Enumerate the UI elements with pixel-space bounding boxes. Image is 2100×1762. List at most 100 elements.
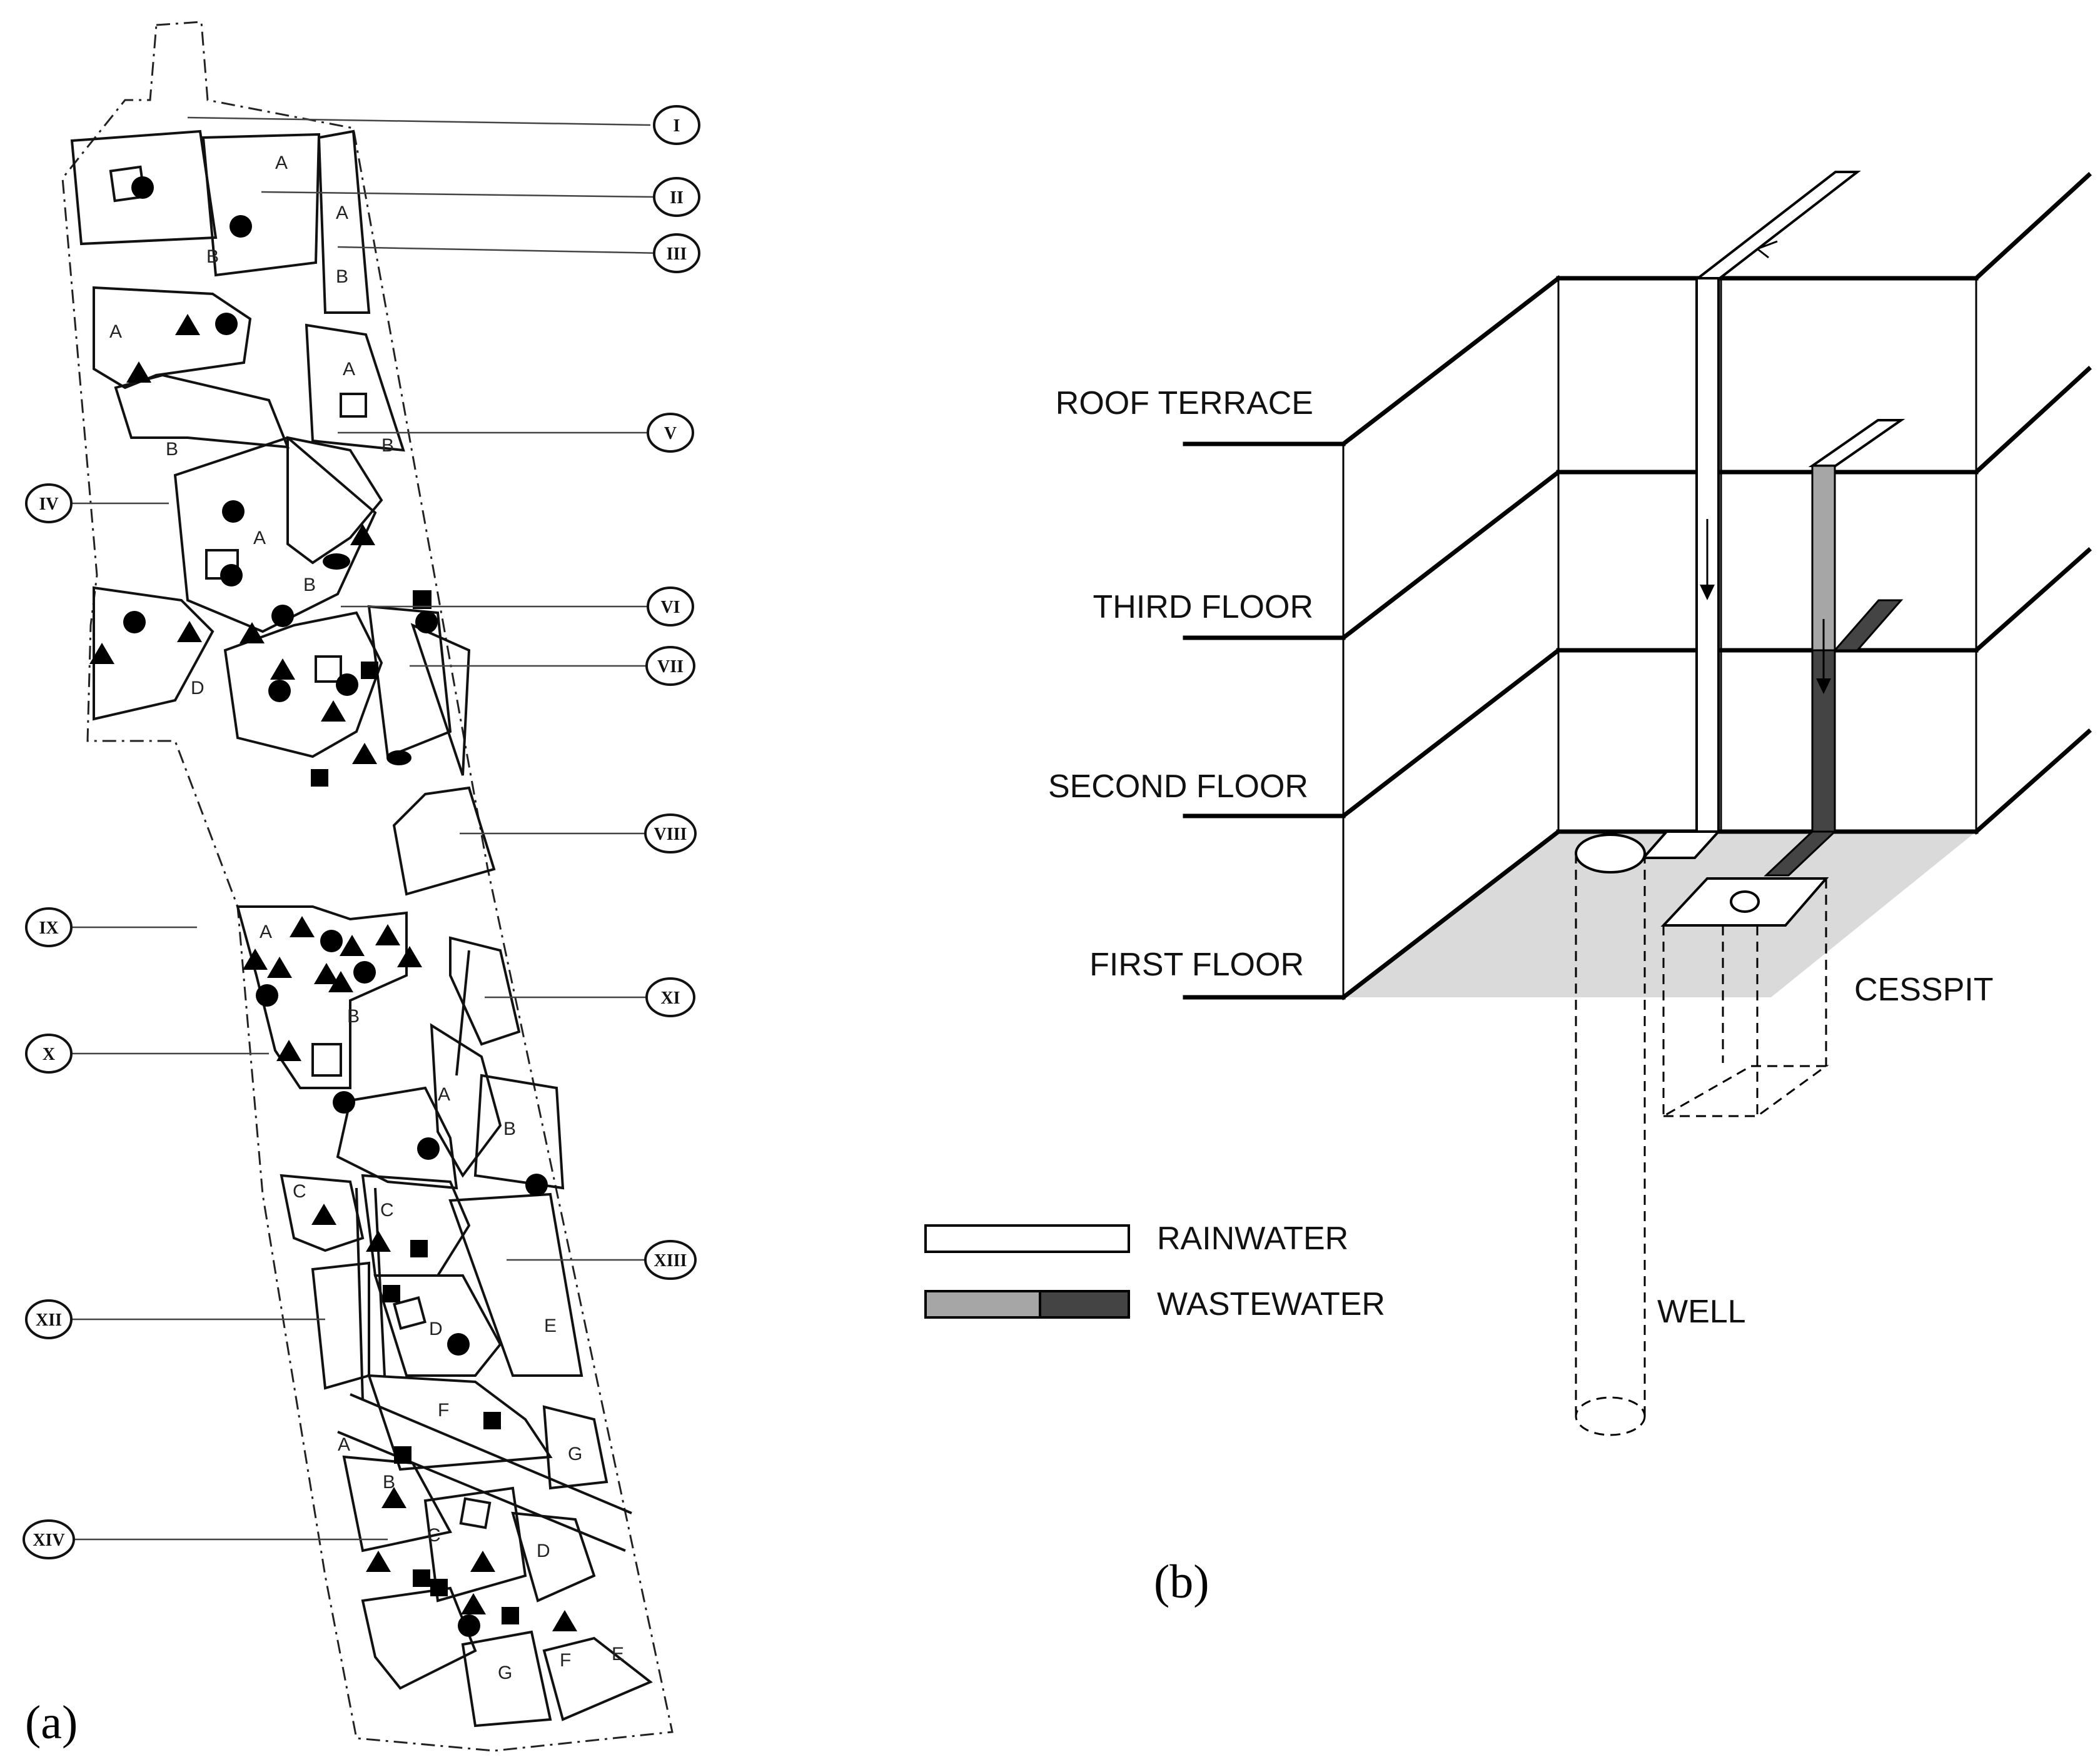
block-letter: A — [343, 359, 355, 380]
triangle-marker — [397, 946, 422, 967]
circle-marker — [353, 961, 376, 984]
roman-marker-vii: VII — [645, 646, 695, 686]
block-letter: E — [612, 1644, 624, 1664]
roman-label: I — [674, 116, 680, 136]
triangle-marker — [240, 622, 265, 643]
square-marker — [430, 1579, 448, 1596]
square-marker — [483, 1412, 501, 1429]
panel-label-b: (b) — [1154, 1556, 1209, 1608]
roman-label: VIII — [654, 825, 687, 844]
triangle-marker — [350, 524, 375, 545]
circle-marker — [256, 984, 278, 1007]
block-letter: B — [206, 246, 219, 267]
roman-label: IV — [39, 495, 58, 514]
triangle-marker — [328, 971, 353, 992]
block-letter: B — [347, 1006, 360, 1027]
square-marker — [413, 1569, 430, 1587]
roman-label: XI — [660, 989, 680, 1008]
square-marker — [394, 1446, 411, 1464]
block-letter: B — [381, 435, 394, 456]
roman-marker-xi: XI — [645, 977, 695, 1017]
panel-a-map: A B A B A B A B A B D A B A B C C D E F … — [23, 21, 700, 1752]
roman-label: XIV — [33, 1531, 64, 1550]
wastewater-pipe — [1764, 419, 1906, 877]
cesspit-label: CESSPIT — [1854, 972, 1994, 1008]
triangle-marker — [366, 1231, 391, 1252]
ellipse-marker — [386, 750, 411, 765]
block-letter: B — [503, 1119, 516, 1139]
roman-marker-xiv: XIV — [23, 1519, 75, 1559]
triangle-marker — [366, 1551, 391, 1572]
square-marker — [502, 1607, 519, 1624]
floor-label-third-floor: THIRD FLOOR — [1093, 589, 1313, 625]
block-letter: C — [427, 1525, 441, 1546]
triangle-marker — [177, 621, 202, 642]
roman-label: XIII — [654, 1251, 687, 1271]
roman-marker-ix: IX — [25, 907, 73, 947]
floor-label-roof-terrace: ROOF TERRACE — [1056, 385, 1313, 421]
roman-marker-xii: XII — [25, 1299, 73, 1339]
roman-label: VII — [657, 657, 684, 677]
square-marker — [383, 1285, 400, 1302]
square-marker — [361, 662, 378, 679]
triangle-marker — [381, 1487, 406, 1508]
block-letter: D — [429, 1319, 443, 1339]
roman-label: III — [667, 244, 687, 264]
circle-marker — [525, 1174, 548, 1196]
roman-marker-v: V — [647, 413, 694, 453]
block-letter: B — [303, 575, 316, 595]
panel-label-a: (a) — [25, 1696, 78, 1749]
circle-marker — [417, 1137, 440, 1160]
block-letter: E — [544, 1316, 557, 1336]
map-blocks — [70, 129, 653, 1728]
block-letter: A — [253, 528, 266, 548]
roman-marker-viii: VIII — [644, 813, 697, 853]
circle-marker — [222, 500, 245, 523]
circle-marker — [320, 930, 343, 952]
square-marker — [311, 769, 328, 787]
triangle-marker — [461, 1593, 486, 1614]
circle-marker — [268, 680, 291, 702]
ground-plate — [1343, 832, 1976, 997]
roman-label: V — [664, 424, 677, 443]
triangle-marker — [314, 963, 339, 984]
roman-label: XII — [36, 1311, 62, 1330]
roman-marker-ii: II — [653, 177, 700, 217]
block-letters: A B A B A B A B A B D A B A B C C D E F … — [109, 153, 624, 1683]
triangle-marker — [243, 949, 268, 970]
block-letter: C — [293, 1181, 306, 1202]
block-letter: B — [383, 1472, 395, 1493]
well-mouth — [1575, 833, 1646, 873]
map-symbols — [89, 176, 577, 1637]
block-letter: G — [568, 1444, 582, 1464]
circle-marker — [415, 611, 438, 633]
legend-wastewater-swatch-dark — [1039, 1290, 1130, 1319]
square-marker — [410, 1240, 428, 1257]
floor-label-second-floor: SECOND FLOOR — [1048, 768, 1308, 805]
circle-marker — [458, 1614, 480, 1637]
circle-marker — [230, 215, 252, 238]
block-letter: F — [560, 1650, 571, 1671]
triangle-marker — [276, 1040, 301, 1061]
legend-rainwater-swatch — [924, 1224, 1130, 1253]
triangle-marker — [321, 700, 346, 722]
triangle-marker — [270, 658, 295, 680]
leader-lines — [72, 116, 664, 1541]
roman-marker-i: I — [653, 105, 700, 145]
roman-marker-iv: IV — [25, 483, 73, 523]
roman-marker-vi: VI — [647, 586, 694, 627]
triangle-marker — [311, 1204, 336, 1225]
circle-marker — [447, 1333, 470, 1356]
roman-label: VI — [660, 598, 680, 617]
triangle-marker — [375, 924, 400, 945]
triangle-marker — [89, 643, 114, 664]
block-letter: C — [380, 1200, 394, 1221]
circle-marker — [131, 176, 154, 199]
circle-marker — [220, 564, 243, 586]
rainwater-pipe — [1640, 171, 1861, 859]
triangle-marker — [290, 916, 315, 937]
ellipse-marker — [323, 553, 350, 570]
block-letter: D — [191, 678, 204, 698]
triangle-marker — [126, 361, 151, 383]
roman-marker-iii: III — [653, 233, 700, 273]
